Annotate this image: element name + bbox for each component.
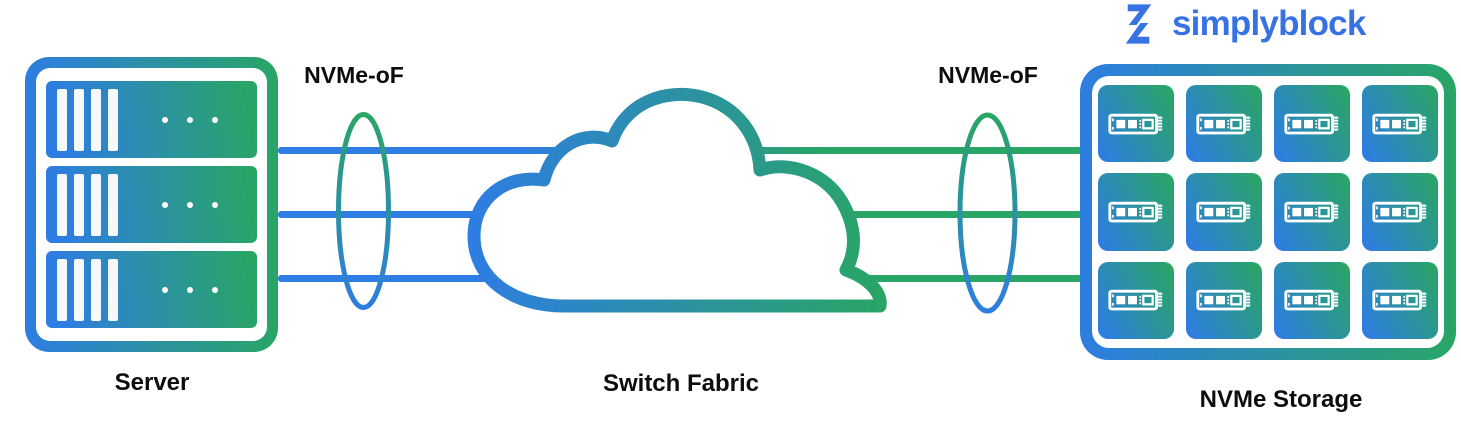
- server-bay-bar: [108, 88, 118, 151]
- nvme-drive-icon: [1372, 113, 1427, 134]
- nvme-drive-icon: [1284, 113, 1339, 134]
- nvme-drive-icon: [1108, 201, 1163, 223]
- nvme-drive-icon: [1284, 290, 1339, 311]
- server-led-dot: [187, 286, 193, 293]
- nvme-drive-cell: [1186, 261, 1262, 339]
- storage-grid: [1092, 76, 1444, 348]
- server-drive-bays: [57, 166, 118, 243]
- server-led-dot: [212, 201, 218, 208]
- server-led-dot: [187, 116, 193, 123]
- nvme-drive-icon: [1196, 290, 1251, 311]
- server-led-dot: [162, 201, 168, 208]
- server-led-dot: [162, 116, 168, 123]
- nvme-drive-cell: [1274, 261, 1350, 339]
- simplyblock-logo: simplyblock: [1116, 3, 1366, 45]
- nvme-drive-icon: [1108, 290, 1163, 311]
- nvme-drive-icon: [1372, 201, 1427, 223]
- server-led-dot: [212, 116, 218, 123]
- nvme-drive-cell: [1362, 85, 1438, 163]
- server-bay-bar: [57, 258, 67, 321]
- nvme-drive-icon: [1108, 113, 1163, 134]
- nvme-drive-cell: [1362, 173, 1438, 251]
- nvme-drive-cell: [1098, 261, 1174, 339]
- nvme-storage-node: [1080, 64, 1456, 360]
- server-unit: [46, 81, 257, 158]
- server-rows: [36, 68, 267, 341]
- server-node: [25, 57, 278, 352]
- server-bay-bar: [74, 88, 84, 151]
- simplyblock-s-icon: [1116, 3, 1161, 45]
- server-drive-bays: [57, 251, 118, 328]
- server-label: Server: [114, 369, 190, 396]
- server-bay-bar: [91, 88, 101, 151]
- server-led-dots: [162, 286, 218, 293]
- nvme-drive-icon: [1196, 201, 1251, 223]
- server-led-dot: [212, 286, 218, 293]
- cloud-icon: [467, 87, 887, 313]
- nvme-drive-cell: [1186, 85, 1262, 163]
- server-led-dots: [162, 116, 218, 123]
- server-unit: [46, 166, 257, 243]
- nvme-drive-cell: [1362, 261, 1438, 339]
- nvme-drive-icon: [1372, 290, 1427, 311]
- nvme-of-label-right: NVMe-oF: [938, 62, 1038, 88]
- server-bay-bar: [91, 173, 101, 236]
- nvme-drive-cell: [1186, 173, 1262, 251]
- simplyblock-logo-text: simplyblock: [1172, 4, 1366, 43]
- server-bay-bar: [91, 258, 101, 321]
- nvme-drive-icon: [1284, 201, 1339, 223]
- server-bay-bar: [108, 258, 118, 321]
- nvme-drive-cell: [1274, 173, 1350, 251]
- server-led-dot: [187, 201, 193, 208]
- nvme-drive-cell: [1274, 85, 1350, 163]
- nvme-storage-label: NVMe Storage: [1199, 386, 1363, 413]
- switch-fabric-label: Switch Fabric: [602, 370, 760, 397]
- server-bay-bar: [57, 88, 67, 151]
- nvme-drive-cell: [1098, 173, 1174, 251]
- nvme-drive-cell: [1098, 85, 1174, 163]
- server-bay-bar: [74, 258, 84, 321]
- server-unit: [46, 251, 257, 328]
- server-led-dot: [162, 286, 168, 293]
- nvme-drive-icon: [1196, 113, 1251, 134]
- lens-ellipse-icon-left: [336, 112, 391, 310]
- server-drive-bays: [57, 81, 118, 158]
- lens-ellipse-icon-right: [957, 112, 1018, 314]
- server-led-dots: [162, 201, 218, 208]
- server-bay-bar: [74, 173, 84, 236]
- server-bay-bar: [57, 173, 67, 236]
- nvme-of-label-left: NVMe-oF: [304, 62, 404, 88]
- server-bay-bar: [108, 173, 118, 236]
